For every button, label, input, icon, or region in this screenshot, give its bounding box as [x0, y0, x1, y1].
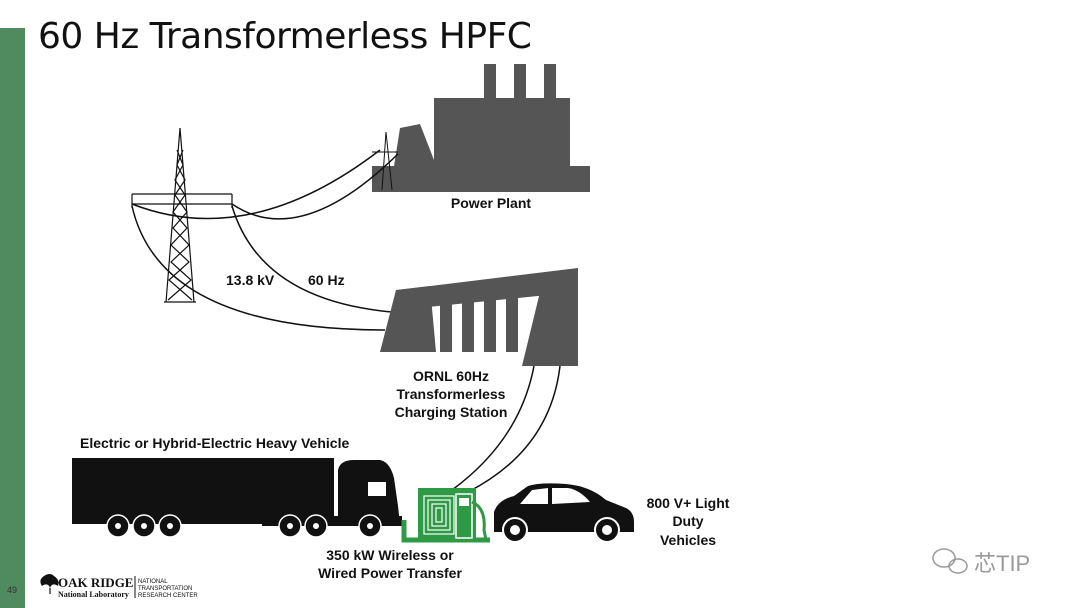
station-label-line-3: Charging Station — [395, 404, 508, 420]
logo-center-line-1: NATIONAL — [138, 579, 168, 585]
logo-name: OAK RIDGE — [58, 575, 133, 590]
wechat-icon — [932, 548, 968, 574]
slide-title: 60 Hz Transformerless HPFC — [38, 16, 532, 57]
logo-center-line-2: TRANSPORTATION — [138, 586, 192, 592]
transfer-label-line-2: Wired Power Transfer — [318, 565, 462, 581]
oak-leaf-icon — [40, 574, 59, 594]
light-vehicle-label-line-1: 800 V+ Light — [647, 495, 730, 511]
charging-station-icon — [380, 268, 578, 366]
oak-ridge-logo: OAK RIDGE National Laboratory NATIONAL T… — [40, 574, 198, 599]
light-vehicle-label-line-3: Vehicles — [660, 532, 716, 548]
light-car-icon — [494, 483, 634, 543]
accent-sidebar — [0, 28, 25, 608]
frequency-label: 60 Hz — [308, 272, 345, 288]
wireless-charger-icon — [401, 488, 490, 543]
power-plant-icon — [372, 64, 590, 192]
transfer-label-line-1: 350 kW Wireless or — [326, 547, 454, 563]
heavy-truck-icon — [72, 458, 402, 538]
slide-number: 49 — [7, 585, 18, 595]
station-label-line-1: ORNL 60Hz — [413, 368, 489, 384]
heavy-vehicle-label: Electric or Hybrid-Electric Heavy Vehicl… — [80, 435, 349, 451]
power-plant-label: Power Plant — [451, 195, 531, 211]
light-vehicle-label-line-2: Duty — [672, 513, 703, 529]
logo-subtitle: National Laboratory — [58, 590, 129, 599]
watermark: 芯TIP — [932, 548, 1030, 576]
watermark-text: 芯TIP — [974, 551, 1030, 576]
voltage-label: 13.8 kV — [226, 272, 275, 288]
logo-center-line-3: RESEARCH CENTER — [138, 593, 198, 599]
transmission-lines — [131, 149, 399, 331]
station-label-line-2: Transformerless — [397, 386, 506, 402]
charger-cables — [451, 365, 561, 493]
transmission-tower-icon — [131, 127, 233, 303]
